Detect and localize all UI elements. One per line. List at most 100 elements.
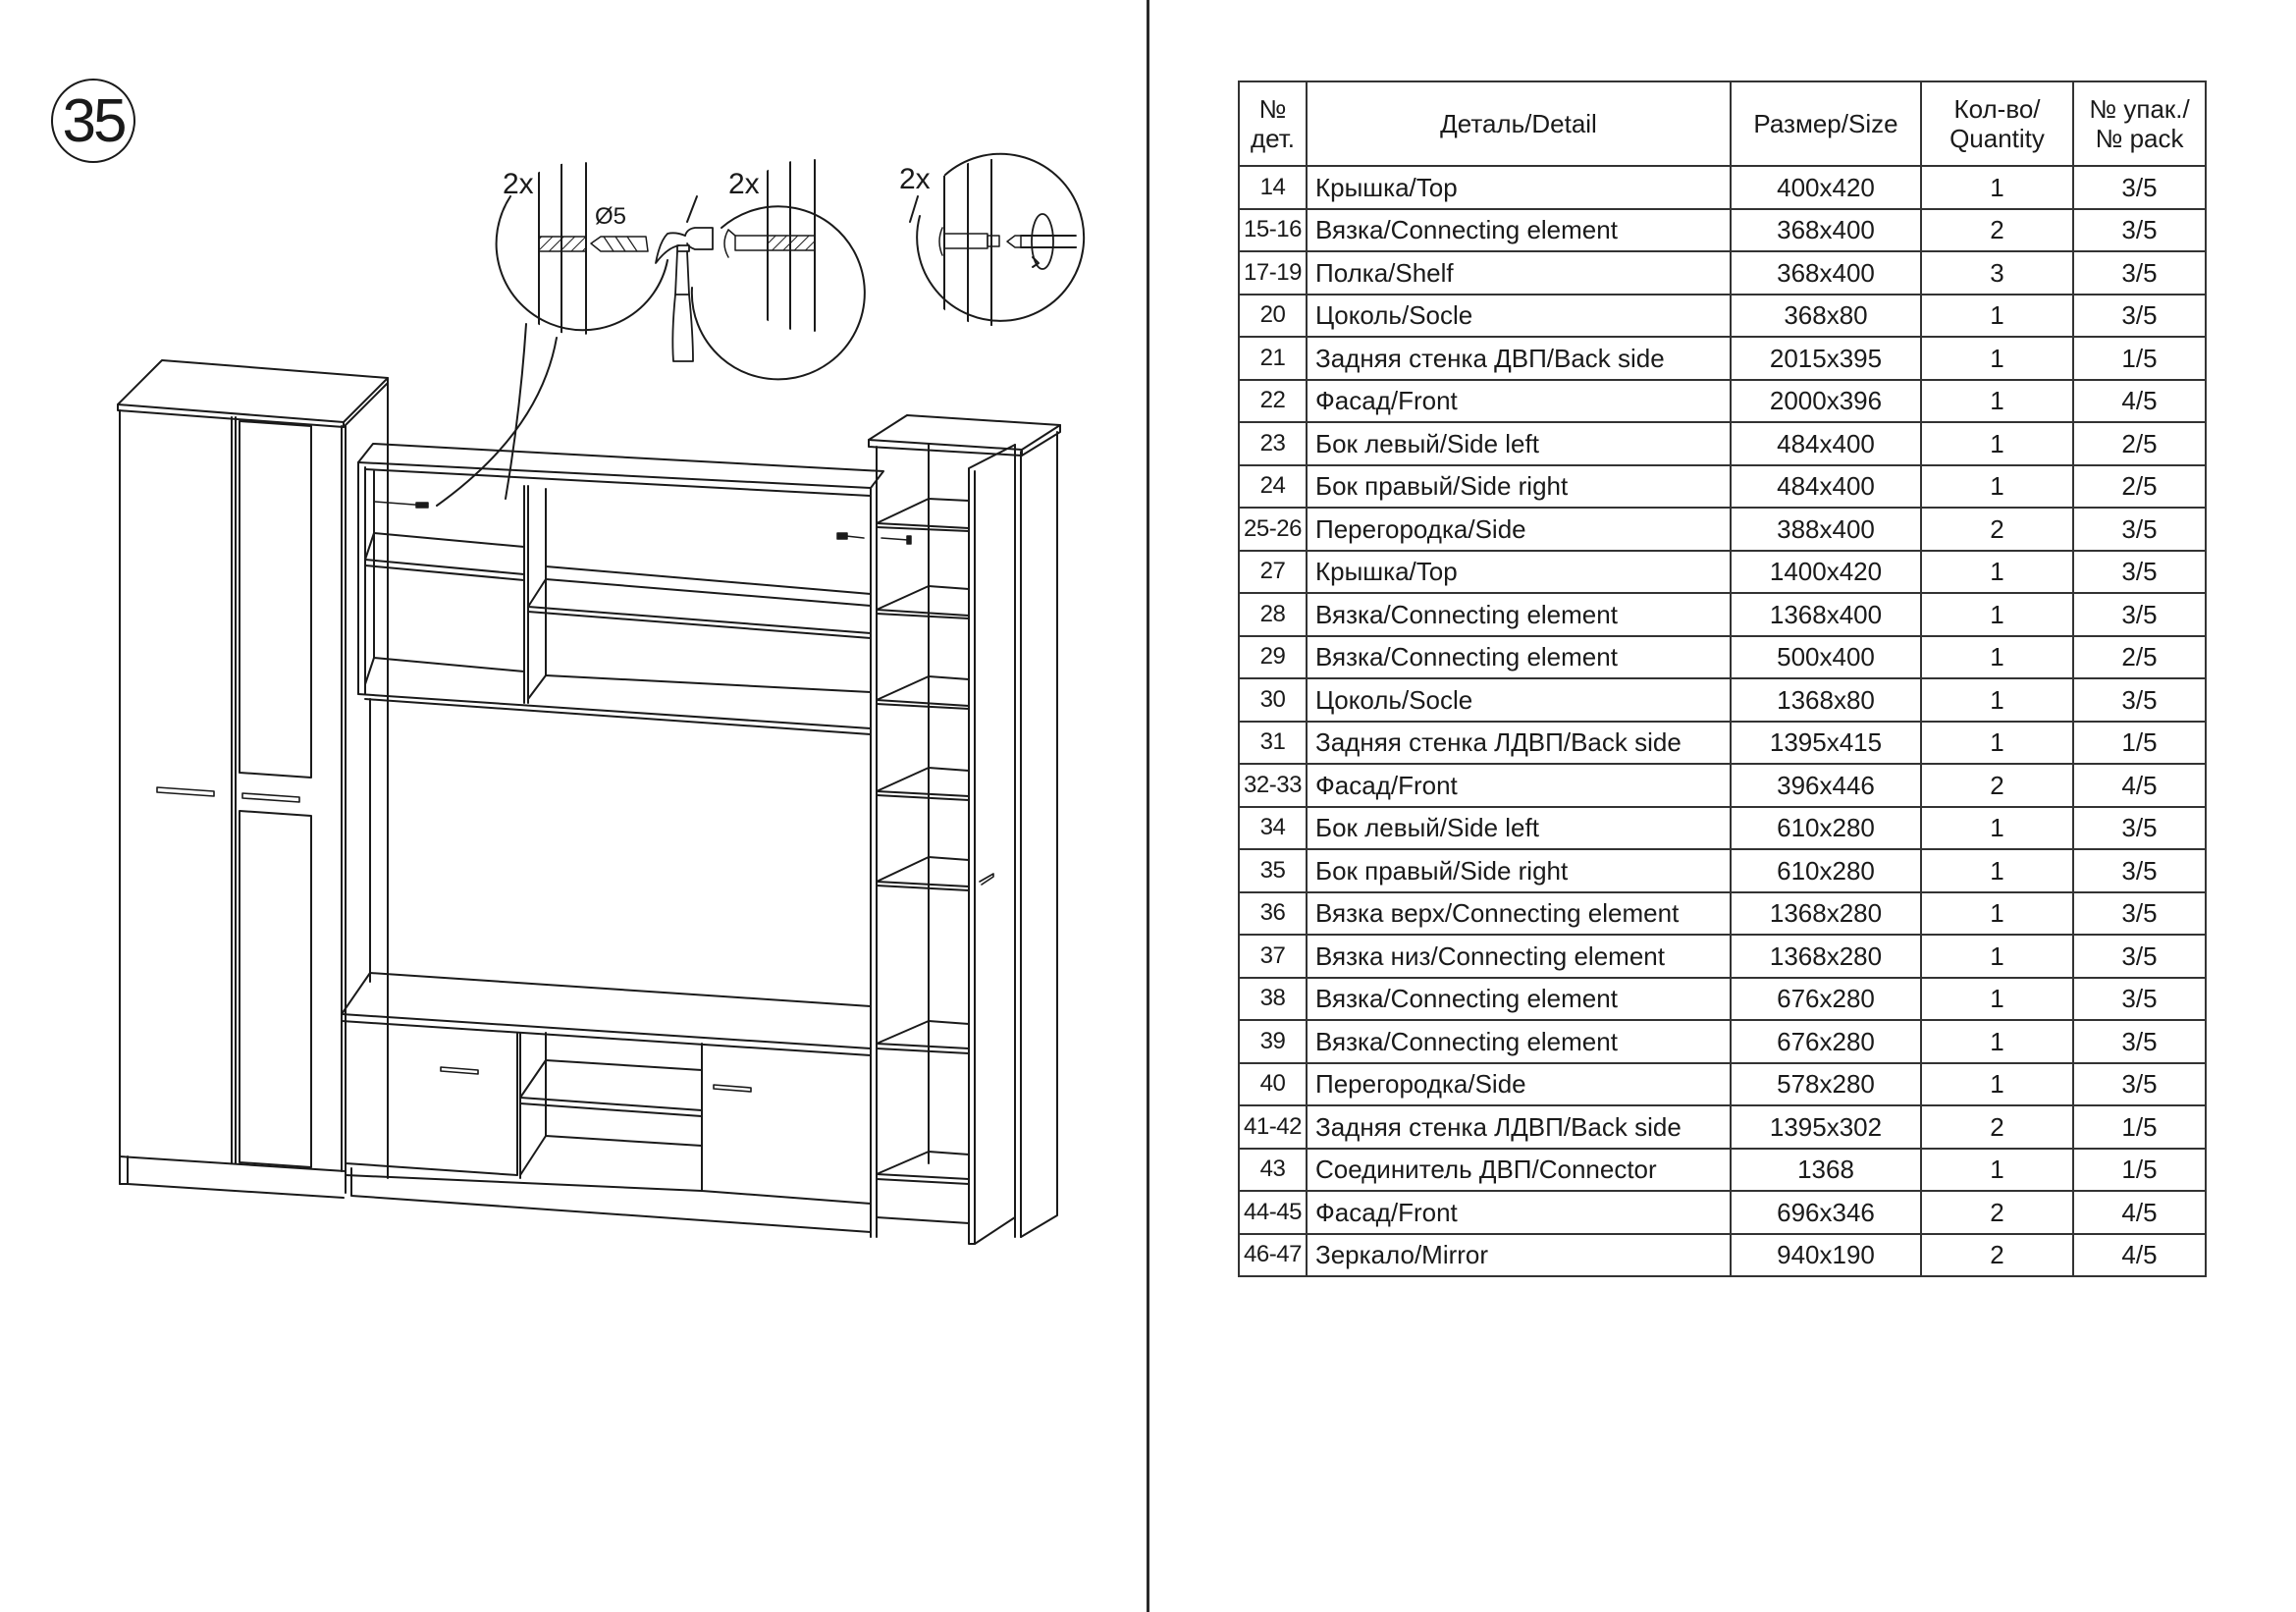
cell-part-number: 15-16 <box>1238 207 1308 252</box>
parts-list-page: № дет. Деталь/Detail Размер/Size Кол-во/… <box>1150 0 2296 1612</box>
open-door <box>968 444 1016 1245</box>
cell-part-number: 28 <box>1238 592 1308 637</box>
cell-size: 1368 <box>1730 1147 1922 1192</box>
cell-detail: Вязка/Connecting element <box>1306 592 1732 637</box>
cell-part-number: 24 <box>1238 463 1308 509</box>
cell-part-number: 34 <box>1238 805 1308 850</box>
cell-size: 388x400 <box>1730 507 1922 552</box>
screw-callout: 2x <box>899 152 1086 326</box>
cell-quantity: 2 <box>1920 1232 2074 1277</box>
cell-quantity: 1 <box>1920 1019 2074 1064</box>
cell-quantity: 1 <box>1920 293 2074 338</box>
cell-detail: Крышка/Top <box>1306 165 1732 210</box>
cell-part-number: 21 <box>1238 336 1308 381</box>
cell-part-number: 37 <box>1238 934 1308 979</box>
dowel-icon <box>415 502 429 509</box>
cell-size: 2015x395 <box>1730 336 1922 381</box>
cell-size: 1395x302 <box>1730 1104 1922 1150</box>
callout-3-quantity: 2x <box>899 163 931 195</box>
cell-size: 1368x280 <box>1730 890 1922 936</box>
callout-1-quantity: 2x <box>503 168 534 200</box>
cell-detail: Крышка/Top <box>1306 549 1732 594</box>
cell-detail: Вязка/Connecting element <box>1306 634 1732 679</box>
screwdriver-bit-icon <box>1006 235 1022 248</box>
cell-part-number: 38 <box>1238 976 1308 1021</box>
cell-pack: 3/5 <box>2072 1061 2207 1106</box>
cell-size: 610x280 <box>1730 805 1922 850</box>
cell-quantity: 2 <box>1920 1190 2074 1235</box>
callout-2-quantity: 2x <box>728 168 760 200</box>
cell-detail: Вязка/Connecting element <box>1306 1019 1732 1064</box>
cell-quantity: 2 <box>1920 763 2074 808</box>
cell-quantity: 2 <box>1920 507 2074 552</box>
cell-detail: Вязка/Connecting element <box>1306 207 1732 252</box>
screw-icon <box>836 532 848 540</box>
cell-size: 940x190 <box>1730 1232 1922 1277</box>
drill-callout: 2x Ø5 <box>436 162 668 507</box>
cell-pack: 4/5 <box>2072 763 2207 808</box>
cell-quantity: 1 <box>1920 677 2074 723</box>
cell-size: 368x400 <box>1730 207 1922 252</box>
cell-detail: Бок правый/Side right <box>1306 848 1732 893</box>
mirror-panel-bottom <box>239 810 312 1168</box>
left-wardrobe <box>117 359 389 1199</box>
hammer-callout: 2x <box>655 159 866 381</box>
cell-detail: Бок правый/Side right <box>1306 463 1732 509</box>
cell-quantity: 2 <box>1920 207 2074 252</box>
cell-size: 610x280 <box>1730 848 1922 893</box>
page-divider <box>1147 0 1149 1612</box>
cell-part-number: 46-47 <box>1238 1232 1308 1277</box>
parts-table: № дет. Деталь/Detail Размер/Size Кол-во/… <box>1238 81 2207 1277</box>
cell-detail: Перегородка/Side <box>1306 507 1732 552</box>
cell-pack: 3/5 <box>2072 293 2207 338</box>
cell-quantity: 1 <box>1920 720 2074 765</box>
callout-circle <box>690 205 866 381</box>
table-header-row: № дет. Деталь/Detail Размер/Size Кол-во/… <box>1238 81 2207 167</box>
cell-part-number: 29 <box>1238 634 1308 679</box>
cell-part-number: 25-26 <box>1238 507 1308 552</box>
mirror-panel-top <box>239 420 312 779</box>
cell-pack: 4/5 <box>2072 1232 2207 1277</box>
header-part-number: № дет. <box>1238 81 1308 167</box>
cell-quantity: 1 <box>1920 976 2074 1021</box>
cell-size: 696x346 <box>1730 1190 1922 1235</box>
cell-detail: Фасад/Front <box>1306 1190 1732 1235</box>
cell-pack: 1/5 <box>2072 1147 2207 1192</box>
cell-pack: 1/5 <box>2072 336 2207 381</box>
cell-size: 484x400 <box>1730 421 1922 466</box>
cell-part-number: 36 <box>1238 890 1308 936</box>
cell-part-number: 23 <box>1238 421 1308 466</box>
cabinet-top <box>868 414 1061 451</box>
cell-size: 1400x420 <box>1730 549 1922 594</box>
cell-quantity: 1 <box>1920 805 2074 850</box>
cell-pack: 3/5 <box>2072 507 2207 552</box>
cell-detail: Полка/Shelf <box>1306 250 1732 296</box>
cabinet-door-right <box>701 1043 872 1205</box>
cell-detail: Бок левый/Side left <box>1306 421 1732 466</box>
dowel-icon <box>734 235 769 251</box>
cell-quantity: 1 <box>1920 1147 2074 1192</box>
cell-pack: 2/5 <box>2072 634 2207 679</box>
callout-pointer-left <box>505 323 527 500</box>
cell-pack: 4/5 <box>2072 378 2207 423</box>
cell-quantity: 2 <box>1920 1104 2074 1150</box>
cell-quantity: 1 <box>1920 1061 2074 1106</box>
cell-part-number: 32-33 <box>1238 763 1308 808</box>
cell-pack: 3/5 <box>2072 250 2207 296</box>
header-quantity: Кол-во/ Quantity <box>1920 81 2074 167</box>
cell-size: 676x280 <box>1730 1019 1922 1064</box>
cell-size: 1368x280 <box>1730 934 1922 979</box>
